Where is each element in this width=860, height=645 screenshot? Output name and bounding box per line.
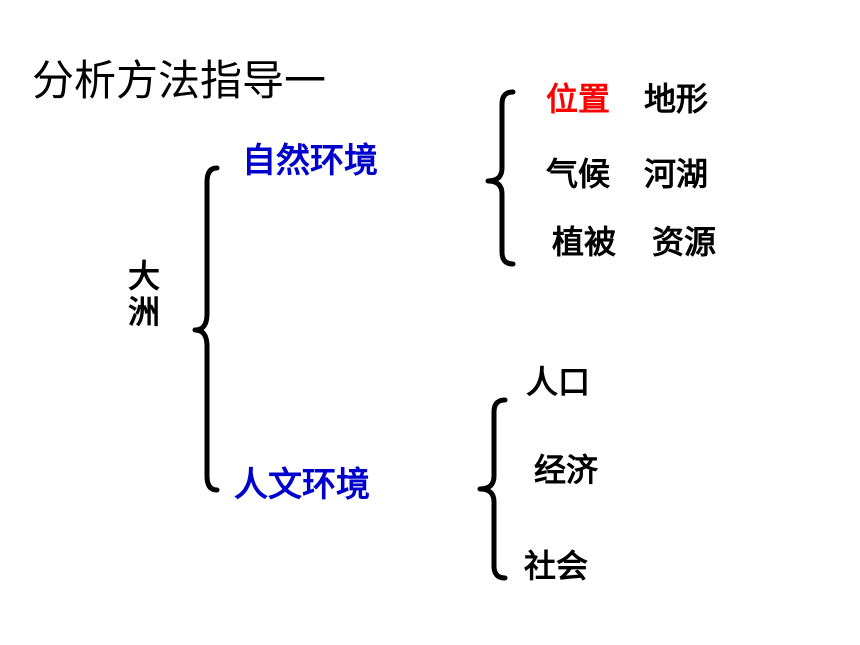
main-brace bbox=[192, 165, 220, 493]
root-char: 大 bbox=[127, 257, 160, 295]
item-vegetation: 植被 bbox=[552, 223, 617, 261]
item-economy: 经济 bbox=[534, 451, 599, 489]
item-climate: 气候 bbox=[546, 155, 611, 193]
branch-natural-environment: 自然环境 bbox=[242, 141, 378, 181]
human-brace bbox=[477, 397, 508, 581]
page-title: 分析方法指导一 bbox=[32, 56, 327, 105]
root-node-continent: 大 洲 bbox=[126, 258, 162, 330]
item-population: 人口 bbox=[526, 363, 591, 401]
item-rivers-lakes: 河湖 bbox=[644, 155, 709, 193]
item-terrain: 地形 bbox=[644, 80, 709, 118]
root-char: 洲 bbox=[127, 293, 160, 331]
item-society: 社会 bbox=[524, 547, 589, 585]
item-resources: 资源 bbox=[652, 223, 717, 261]
branch-human-environment: 人文环境 bbox=[234, 465, 370, 505]
natural-brace bbox=[485, 89, 516, 267]
item-location: 位置 bbox=[546, 80, 611, 118]
